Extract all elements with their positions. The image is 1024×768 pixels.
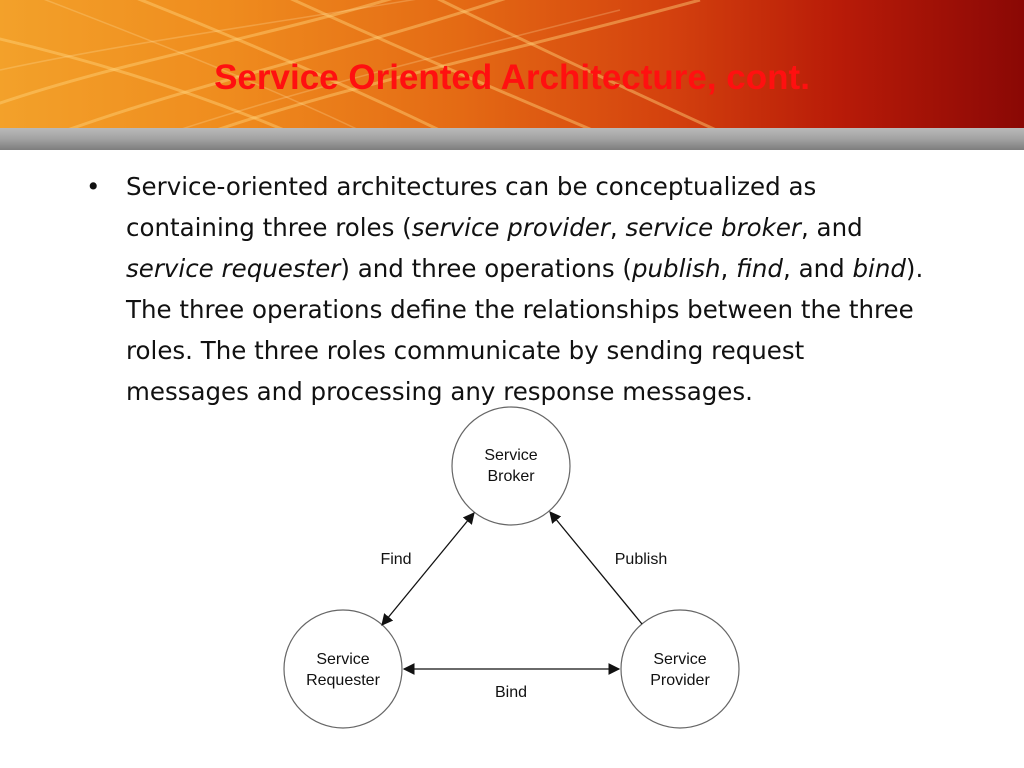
service-provider-label-line1: Service (653, 651, 706, 668)
service-broker-circle (451, 406, 571, 526)
service-broker-node: Service Broker (451, 406, 571, 526)
service-broker-label-line1: Service (484, 447, 537, 464)
text-segment: , (720, 254, 737, 283)
text-segment: Service-oriented architectures can be co… (126, 172, 817, 242)
text-segment-italic: find (736, 254, 783, 283)
text-segment-italic: service broker (625, 213, 801, 242)
bullet-marker: • (86, 172, 101, 201)
text-segment-italic: service provider (411, 213, 610, 242)
bullet-text: Service-oriented architectures can be co… (126, 172, 923, 406)
find-edge-arrow (381, 512, 475, 626)
publish-edge-label: Publish (615, 551, 667, 568)
text-segment: , and (800, 213, 863, 242)
service-provider-node: Service Provider (620, 609, 740, 729)
service-requester-label-line1: Service (316, 651, 369, 668)
service-requester-circle (283, 609, 403, 729)
service-requester-label-line2: Requester (306, 672, 380, 689)
bullet-list: • Service-oriented architectures can be … (84, 166, 934, 412)
text-segment: , and (783, 254, 853, 283)
text-segment-italic: publish (631, 254, 721, 283)
title-banner: Service Oriented Architecture, cont. (0, 0, 1024, 128)
banner-divider (0, 128, 1024, 150)
bind-edge-label: Bind (495, 684, 527, 701)
text-segment: , (609, 213, 626, 242)
service-broker-label-line2: Broker (487, 468, 535, 485)
text-segment: ). The three operations define the relat… (126, 254, 924, 406)
find-edge-label: Find (380, 551, 411, 568)
bullet-item: • Service-oriented architectures can be … (84, 166, 934, 412)
banner-weave-pattern (0, 0, 716, 128)
text-segment: ) and three operations ( (340, 254, 632, 283)
text-segment-italic: bind (852, 254, 906, 283)
service-provider-label-line2: Provider (650, 672, 710, 689)
service-requester-node: Service Requester (283, 609, 403, 729)
slide-title: Service Oriented Architecture, cont. (214, 58, 810, 97)
publish-edge-arrow (549, 511, 643, 625)
soa-roles-diagram: Service Broker Service Requester Service… (283, 406, 740, 729)
service-provider-circle (620, 609, 740, 729)
text-segment-italic: service requester (126, 254, 341, 283)
